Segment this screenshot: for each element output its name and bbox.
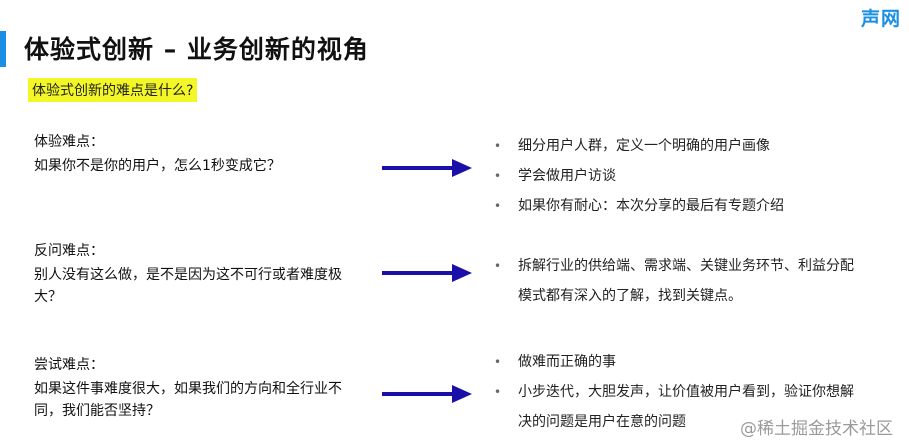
bullet-marker: • bbox=[494, 199, 502, 213]
list-item: •做难而正确的事 bbox=[492, 347, 862, 377]
difficulty-heading: 反问难点： bbox=[34, 243, 104, 259]
solution-list: •拆解行业的供给端、需求端、关键业务环节、利益分配模式都有深入的了解，找到关键点… bbox=[492, 251, 862, 311]
list-item: •拆解行业的供给端、需求端、关键业务环节、利益分配模式都有深入的了解，找到关键点… bbox=[492, 251, 862, 311]
list-item: •细分用户人群，定义一个明确的用户画像 bbox=[492, 131, 862, 161]
bullet-marker: • bbox=[494, 259, 502, 273]
right-arrow-icon bbox=[382, 159, 472, 177]
right-arrow-icon bbox=[382, 385, 472, 403]
list-item: •如果你有耐心：本次分享的最后有专题介绍 bbox=[492, 191, 862, 221]
difficulty-attempt: 尝试难点： 如果这件事难度很大，如果我们的方向和全行业不同，我们能否坚持？ bbox=[34, 354, 364, 422]
difficulty-experience: 体验难点： 如果你不是你的用户，怎么1秒变成它？ bbox=[34, 131, 364, 177]
bullet-marker: • bbox=[494, 355, 502, 369]
list-item: •学会做用户访谈 bbox=[492, 161, 862, 191]
solution-list: •细分用户人群，定义一个明确的用户画像 •学会做用户访谈 •如果你有耐心：本次分… bbox=[492, 131, 862, 221]
highlighted-subtitle: 体验式创新的难点是什么? bbox=[28, 78, 198, 102]
difficulty-description: 如果这件事难度很大，如果我们的方向和全行业不同，我们能否坚持？ bbox=[34, 381, 342, 419]
difficulty-description: 如果你不是你的用户，怎么1秒变成它？ bbox=[34, 158, 281, 174]
title-accent-bar bbox=[0, 31, 6, 67]
right-arrow-icon bbox=[382, 264, 472, 282]
brand-logo: 声网 bbox=[860, 8, 901, 30]
difficulty-description: 别人没有这么做，是不是因为这不可行或者难度极大？ bbox=[34, 267, 342, 305]
difficulty-heading: 体验难点： bbox=[34, 134, 104, 150]
difficulty-counter-question: 反问难点： 别人没有这么做，是不是因为这不可行或者难度极大？ bbox=[34, 240, 364, 308]
page-title: 体验式创新 – 业务创新的视角 bbox=[24, 35, 369, 64]
solution-list: •做难而正确的事 •小步迭代，大胆发声，让价值被用户看到，验证你想解决的问题是用… bbox=[492, 347, 862, 437]
watermark: @稀土掘金技术社区 bbox=[740, 419, 893, 439]
bullet-marker: • bbox=[494, 169, 502, 183]
difficulty-heading: 尝试难点： bbox=[34, 357, 104, 373]
list-item: •小步迭代，大胆发声，让价值被用户看到，验证你想解决的问题是用户在意的问题 bbox=[492, 377, 862, 437]
bullet-marker: • bbox=[494, 139, 502, 153]
bullet-marker: • bbox=[494, 385, 502, 399]
